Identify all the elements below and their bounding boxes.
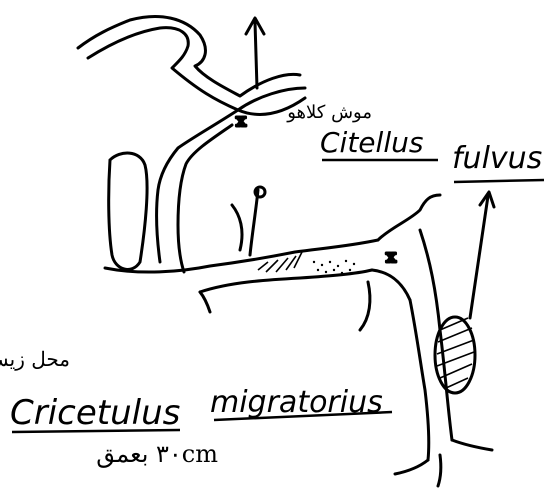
burrow-tunnel-lower-bottom: [200, 270, 372, 292]
cricetulus-persian-label: محل زیست گونه موش ورا جر: [0, 347, 70, 371]
pointer-arrow-shaft: [470, 196, 488, 318]
cricetulus-genus-label: Cricetulus: [10, 393, 180, 433]
nest-marker-lower: x: [386, 246, 396, 267]
burrow-tunnel-mid: [157, 110, 238, 262]
depth-note-label: ۳۰cm بعمق: [96, 440, 218, 468]
burrow-fork-down: [438, 455, 441, 486]
burrow-tunnel-descending-left: [410, 300, 429, 460]
stipple-dots: [313, 260, 355, 274]
burrow-chamber-left: [109, 153, 147, 269]
citellus-species-underline: [454, 180, 544, 182]
burrow-tunnel-lower-left-drop: [200, 292, 210, 312]
nest-marker-upper: x: [236, 110, 246, 131]
burrow-short-stub: [360, 282, 370, 330]
burrow-junction-right: [378, 195, 440, 240]
burrow-tunnel-upper: [78, 16, 300, 96]
burrow-fork-left: [395, 460, 428, 474]
burrow-tunnel-descending-right: [420, 230, 452, 440]
burrow-fork-right: [452, 440, 492, 450]
citellus-genus-label: Citellus: [320, 126, 423, 159]
burrow-junction-right-lower: [372, 270, 410, 300]
burrow-branch-end: [255, 187, 265, 197]
burrow-tunnel-mid-inner: [178, 125, 232, 272]
citellus-persian-label: موش کلاهو: [286, 102, 372, 123]
citellus-species-label: fulvus: [452, 141, 542, 176]
arrow-up-shaft: [255, 22, 257, 88]
burrow-side-branch: [232, 190, 258, 255]
